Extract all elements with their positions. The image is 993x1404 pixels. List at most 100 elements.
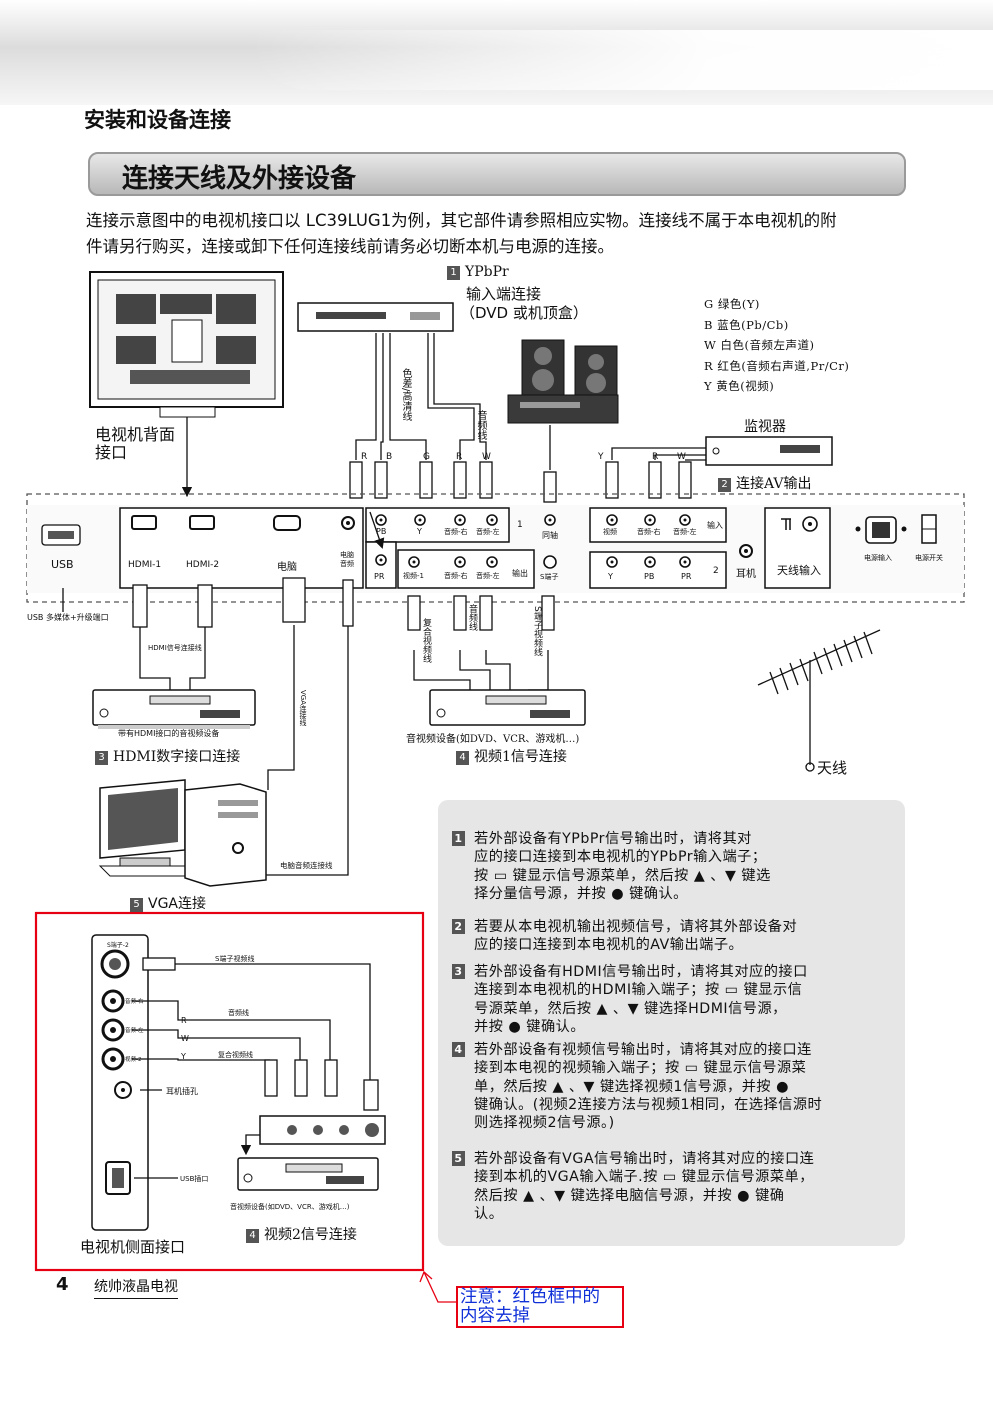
note-5-badge: 5	[452, 1151, 465, 1166]
side-r-label: 音频-右	[125, 999, 144, 1005]
legend-g: G 绿色(Y)	[704, 297, 760, 311]
s-cable-label: S端子视频线	[532, 606, 542, 657]
hdmi1-label: HDMI-1	[128, 560, 162, 570]
side-device-label: 音视频设备(如DVD、VCR、游戏机…)	[230, 1203, 350, 1211]
note-1-line: 按 ▭ 键显示信号源菜单，然后按 ▲ 、▼ 键选	[474, 867, 771, 884]
tv-back-illustration	[89, 271, 284, 498]
av-out-text: 连接AV输出	[736, 476, 812, 492]
av-device-video1	[429, 689, 586, 726]
ypbpr-device: （DVD 或机顶盒）	[460, 304, 588, 322]
output-label: 输出	[512, 569, 528, 578]
hdmi-cable-label: HDMI信号连接线	[148, 644, 202, 652]
note-2-line: 应的接口连接到本电视机的AV输出端子。	[474, 937, 744, 954]
marker-w: W	[482, 452, 491, 462]
ypbpr-group-1: 1	[517, 520, 523, 530]
marker-r-out: R	[652, 452, 659, 462]
audio-r-label: 音频-右	[444, 528, 468, 536]
legend-b: B 蓝色(Pb/Cb)	[704, 317, 789, 332]
marker-r-audio: R	[456, 452, 463, 462]
side-composite-label: 复合视频线	[218, 1051, 253, 1059]
page-title: 连接天线及外接设备	[122, 164, 357, 194]
marker-g: G	[423, 452, 430, 462]
brand-name: 统帅液晶电视	[94, 1276, 178, 1299]
note-5-line: 若外部设备有VGA信号输出时，请将其对应的接口连	[474, 1151, 815, 1167]
section-heading: 安装和设备连接	[84, 108, 231, 132]
note-2-line: 若要从本电视机输出视频信号，请将其外部设备对	[474, 919, 798, 935]
video1-label: 视频-1	[403, 572, 424, 580]
intro-text: 连接示意图中的电视机接口以 LC39LUG1为例，其它部件请参照相应实物。连接线…	[86, 208, 936, 260]
marker-w-out: W	[677, 452, 686, 462]
rear-connector-panel	[26, 493, 965, 603]
side-s-cable-label: S端子视频线	[215, 955, 255, 963]
pc-audio-line1: 电脑	[340, 551, 354, 559]
note-2-badge: 2	[452, 919, 465, 934]
av-device-side-jacks	[240, 1115, 386, 1156]
cable-audio-label: 音频线	[475, 410, 486, 440]
ypbpr-group-2: 2	[713, 566, 719, 576]
side-ear-label: 耳机插孔	[166, 1087, 198, 1096]
audio-cable-label: 音频线	[467, 604, 477, 631]
title-bar: 连接天线及外接设备	[88, 152, 906, 196]
notes-panel: 1 若外部设备有YPbPr信号输出时，请将其对 应的接口连接到本电视机的YPbP…	[438, 800, 905, 1246]
pc-illustration	[98, 779, 267, 887]
marker-b: B	[386, 452, 393, 462]
note-4-badge: 4	[452, 1042, 465, 1057]
ypbpr-subtitle: 输入端连接	[466, 285, 542, 303]
hdmi-badge: 3	[95, 751, 108, 765]
video2-title-text: 视频2信号连接	[264, 1227, 357, 1243]
tv-back-label: 电视机背面接口	[95, 426, 175, 462]
note-4-line: 若外部设备有视频信号输出时，请将其对应的接口连	[474, 1042, 812, 1058]
pc-audio-cable-label: 电脑音频连接线	[280, 861, 333, 870]
dvd-player-top	[297, 302, 454, 332]
note-3: 3 若外部设备有HDMI信号输出时，请将其对应的接口 连接到本电视机的HDMI输…	[452, 963, 808, 1036]
video1-badge: 4	[456, 751, 469, 765]
intro-line-2: 件请另行购买，连接或卸下任何连接线前请务必切断本机与电源的连接。	[86, 237, 614, 256]
note-3-badge: 3	[452, 964, 465, 979]
note-4-line: 单，然后按 ▲ 、▼ 键选择视频1信号源，并按 ●	[474, 1078, 789, 1095]
audio-l-label: 音频-左	[476, 528, 500, 536]
note-1-line: 若外部设备有YPbPr信号输出时，请将其对	[474, 831, 752, 847]
out-audio-r-label: 音频-右	[444, 572, 468, 580]
antenna-label: 天线	[817, 759, 848, 777]
marker-y: Y	[598, 452, 604, 462]
in-audio-l-label: 音频-左	[673, 528, 697, 536]
note-4-line: 接到本电视的视频输入端子；按 ▭ 键显示信号源菜	[474, 1060, 807, 1077]
removal-warning: 注意：红色框中的 内容去掉	[456, 1286, 624, 1328]
video1-title-text: 视频1信号连接	[474, 749, 567, 765]
coax-label: 同轴	[542, 531, 558, 540]
hdmi-av-device	[92, 689, 256, 729]
video2-badge: 4	[246, 1229, 259, 1243]
antenna-in-label: 天线输入	[777, 564, 821, 577]
ypbpr-title-text: YPbPr	[465, 264, 509, 280]
vga-title-text: VGA连接	[148, 896, 207, 912]
legend-y: Y 黄色(视频)	[704, 379, 775, 393]
side-audio-cable-label: 音频线	[228, 1009, 249, 1017]
power-switch-label: 电源开关	[915, 554, 943, 562]
side-usb-label: USB插口	[180, 1175, 209, 1183]
pc-audio-label: 电脑音频	[340, 551, 354, 569]
note-3-line: 若外部设备有HDMI信号输出时，请将其对应的接口	[474, 964, 808, 980]
side-marker-w: W	[181, 1034, 189, 1043]
note-1-line: 择分量信号源，并按 ● 键确认。	[474, 885, 688, 902]
in-audio-r-label: 音频-右	[637, 528, 661, 536]
composite-cable-label: 复合视频线	[421, 618, 431, 663]
y2-label: Y	[608, 572, 613, 581]
warning-line1: 注意：红色框中的	[460, 1287, 600, 1307]
note-4-line: 则选择视频2信号源。)	[474, 1115, 615, 1132]
note-5-line: 接到本机的VGA输入端子.按 ▭ 键显示信号源菜单，	[474, 1169, 814, 1186]
video1-section-title: 4 视频1信号连接	[456, 746, 567, 766]
power-in-label: 电源输入	[864, 554, 892, 562]
note-1-line: 应的接口连接到本电视机的YPbPr输入端子；	[474, 849, 767, 866]
side-panel-illustration	[91, 934, 149, 1231]
note-5: 5 若外部设备有VGA信号输出时，请将其对应的接口连 接到本机的VGA输入端子.…	[452, 1150, 814, 1223]
av-device-video2	[237, 1157, 379, 1191]
color-legend: G 绿色(Y) B 蓝色(Pb/Cb) W 白色(音频左声道) R 红色(音频右…	[704, 294, 849, 397]
av-device-label: 音视频设备(如DVD、VCR、游戏机…)	[406, 734, 580, 745]
video2-section-title: 4 视频2信号连接	[246, 1224, 357, 1244]
note-1: 1 若外部设备有YPbPr信号输出时，请将其对 应的接口连接到本电视机的YPbP…	[452, 830, 771, 903]
side-marker-y: Y	[181, 1052, 186, 1061]
side-s-label: S端子-2	[107, 942, 129, 949]
side-v-label: 视频-2	[125, 1057, 142, 1063]
